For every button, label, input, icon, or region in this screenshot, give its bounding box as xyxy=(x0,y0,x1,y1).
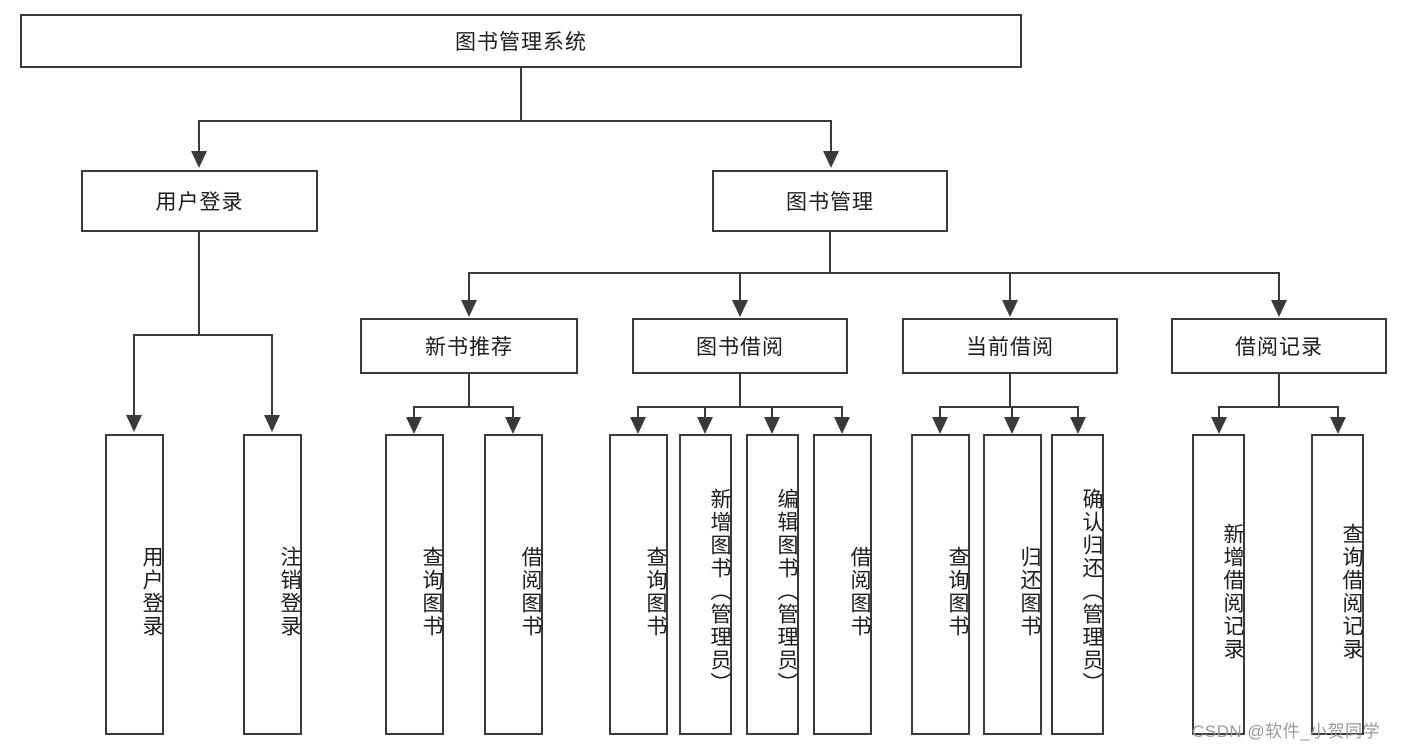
arrowhead-records-leaf2 xyxy=(1330,417,1346,434)
connector-root-to-bookmgmt xyxy=(830,120,832,153)
connector-records-stem xyxy=(1278,374,1280,406)
connector-root-stem xyxy=(520,68,522,120)
connector-bookmgmt-to-new xyxy=(468,272,470,302)
connector-records-leaf1 xyxy=(1218,406,1220,419)
connector-bookmgmt-to-records xyxy=(1278,272,1280,302)
arrowhead-login-leaf2 xyxy=(264,415,280,432)
leaf-add-borrow-record[interactable]: 新增借阅记录 xyxy=(1192,434,1245,735)
arrowhead-borrow-leaf3 xyxy=(764,417,780,434)
leaf-query-book-current[interactable]: 查询图书 xyxy=(911,434,970,735)
connector-borrow-bar xyxy=(637,406,842,408)
leaf-user-login[interactable]: 用户登录 xyxy=(105,434,164,735)
leaf-edit-book-admin[interactable]: 编辑图书（管理员） xyxy=(746,434,799,735)
connector-bookmgmt-to-borrow xyxy=(739,272,741,302)
node-label: 用户登录 xyxy=(140,545,163,638)
connector-records-leaf2 xyxy=(1337,406,1339,419)
arrowhead-login-leaf1 xyxy=(126,415,142,432)
node-label: 查询借阅记录 xyxy=(1340,522,1363,661)
connector-current-leaf1 xyxy=(939,406,941,419)
arrowhead-bookmgmt-current xyxy=(1002,300,1018,317)
node-label: 查询图书 xyxy=(644,545,667,638)
arrowhead-current-leaf3 xyxy=(1070,417,1086,434)
node-label: 查询图书 xyxy=(420,545,443,638)
node-label: 借阅记录 xyxy=(1235,336,1323,359)
node-book-borrow[interactable]: 图书借阅 xyxy=(632,318,848,374)
connector-newbook-bar xyxy=(413,406,514,408)
connector-login-to-leaf1 xyxy=(133,334,135,417)
connector-bookmgmt-stem xyxy=(829,232,831,272)
node-label: 借阅图书 xyxy=(848,545,871,638)
connector-login-to-leaf2 xyxy=(271,334,273,417)
node-label: 新增借阅记录 xyxy=(1221,522,1244,661)
connector-borrow-leaf3 xyxy=(771,406,773,419)
connector-borrow-leaf4 xyxy=(841,406,843,419)
leaf-return-book[interactable]: 归还图书 xyxy=(983,434,1042,735)
node-user-login[interactable]: 用户登录 xyxy=(81,170,318,232)
node-label: 图书借阅 xyxy=(696,336,784,359)
node-label: 借阅图书 xyxy=(519,545,542,638)
leaf-borrow-book[interactable]: 借阅图书 xyxy=(813,434,872,735)
arrowhead-current-leaf1 xyxy=(932,417,948,434)
connector-root-to-login xyxy=(198,120,200,153)
arrowhead-to-bookmgmt xyxy=(823,151,839,168)
leaf-logout[interactable]: 注销登录 xyxy=(243,434,302,735)
connector-current-stem xyxy=(1009,374,1011,406)
connector-borrow-stem xyxy=(739,374,741,406)
arrowhead-bookmgmt-new xyxy=(461,300,477,317)
node-label: 注销登录 xyxy=(278,545,301,638)
csdn-watermark: CSDN @软件_小贺同学 xyxy=(1192,722,1381,741)
connector-bookmgmt-bar xyxy=(468,272,1279,274)
node-label: 编辑图书（管理员） xyxy=(775,488,798,695)
leaf-query-book-borrow[interactable]: 查询图书 xyxy=(609,434,668,735)
connector-login-stem xyxy=(198,232,200,334)
connector-current-bar xyxy=(939,406,1078,408)
leaf-confirm-return-admin[interactable]: 确认归还（管理员） xyxy=(1051,434,1104,735)
node-system-root[interactable]: 图书管理系统 xyxy=(20,14,1022,68)
node-label: 当前借阅 xyxy=(966,336,1054,359)
node-label: 查询图书 xyxy=(946,545,969,638)
connector-borrow-leaf2 xyxy=(704,406,706,419)
node-new-book-recommend[interactable]: 新书推荐 xyxy=(360,318,578,374)
node-borrow-records[interactable]: 借阅记录 xyxy=(1171,318,1387,374)
connector-bookmgmt-to-current xyxy=(1009,272,1011,302)
arrowhead-bookmgmt-borrow xyxy=(732,300,748,317)
node-label: 归还图书 xyxy=(1018,545,1041,638)
connector-current-leaf2 xyxy=(1011,406,1013,419)
arrowhead-bookmgmt-records xyxy=(1271,300,1287,317)
connector-newbook-stem xyxy=(468,374,470,406)
arrowhead-newbook-leaf2 xyxy=(505,417,521,434)
leaf-borrow-book-newbook[interactable]: 借阅图书 xyxy=(484,434,543,735)
arrowhead-newbook-leaf1 xyxy=(406,417,422,434)
arrowhead-to-login xyxy=(191,151,207,168)
connector-root-bar xyxy=(198,120,832,122)
node-label: 确认归还（管理员） xyxy=(1080,488,1103,695)
node-book-management[interactable]: 图书管理 xyxy=(712,170,948,232)
node-label: 新书推荐 xyxy=(425,336,513,359)
connector-newbook-leaf2 xyxy=(512,406,514,419)
connector-records-bar xyxy=(1218,406,1339,408)
arrowhead-current-leaf2 xyxy=(1004,417,1020,434)
node-current-borrow[interactable]: 当前借阅 xyxy=(902,318,1118,374)
node-label: 用户登录 xyxy=(155,191,244,214)
node-label: 图书管理系统 xyxy=(455,31,587,54)
arrowhead-records-leaf1 xyxy=(1211,417,1227,434)
leaf-add-book-admin[interactable]: 新增图书（管理员） xyxy=(679,434,732,735)
leaf-query-borrow-record[interactable]: 查询借阅记录 xyxy=(1311,434,1364,735)
connector-login-bar xyxy=(133,334,272,336)
arrowhead-borrow-leaf1 xyxy=(630,417,646,434)
leaf-query-book-newbook[interactable]: 查询图书 xyxy=(385,434,444,735)
arrowhead-borrow-leaf4 xyxy=(834,417,850,434)
arrowhead-borrow-leaf2 xyxy=(697,417,713,434)
connector-newbook-leaf1 xyxy=(413,406,415,419)
connector-borrow-leaf1 xyxy=(637,406,639,419)
node-label: 新增图书（管理员） xyxy=(708,488,731,695)
node-label: 图书管理 xyxy=(786,191,874,214)
connector-current-leaf3 xyxy=(1077,406,1079,419)
